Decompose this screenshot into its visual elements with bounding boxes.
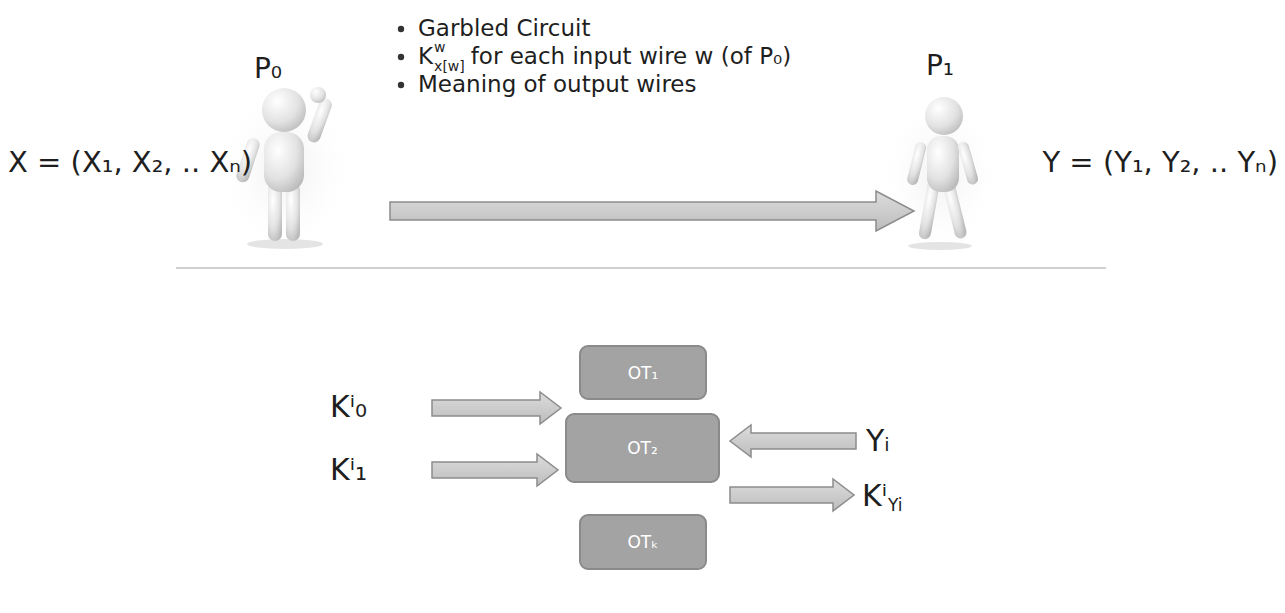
input-vector: Y = (Y₁, Y₂, .. Yₙ): [1042, 148, 1278, 177]
bullet-dot: [398, 26, 404, 32]
process-box: OTₖ: [579, 514, 707, 570]
block-arrow: [730, 425, 856, 457]
box-label: OT₁: [628, 363, 659, 383]
key-symbol: Kⁱ: [862, 481, 887, 511]
box-label: OT₂: [627, 438, 658, 458]
key-symbol: Kⁱ₀: [330, 392, 367, 422]
process-box: OT₂: [565, 413, 720, 483]
party-name: P₁: [926, 52, 954, 80]
block-arrow: [390, 191, 914, 231]
bullet-text: Garbled Circuit: [418, 17, 590, 40]
block-arrow: [432, 454, 558, 486]
separator-line: [176, 268, 1106, 269]
bullet-dot: [398, 54, 404, 60]
party-name: P₀: [254, 55, 282, 83]
input-bit: Yᵢ: [866, 426, 890, 456]
key-symbol: Kⁱ₁: [330, 455, 367, 485]
bullet-text: Meaning of output wires: [418, 73, 696, 96]
key-symbol: K: [418, 45, 433, 68]
block-arrow: [432, 392, 561, 424]
block-arrow: [730, 479, 854, 511]
subscript: Yi: [888, 497, 903, 514]
superscript: w: [434, 40, 445, 54]
bullet-text: for each input wire w (of P₀): [471, 45, 791, 68]
process-box: OT₁: [579, 345, 707, 400]
input-vector: X = (X₁, X₂, .. Xₙ): [8, 148, 252, 177]
person-figure: [880, 95, 1000, 255]
bullet-dot: [398, 82, 404, 88]
subscript: x[w]: [434, 59, 465, 73]
box-label: OTₖ: [627, 532, 658, 552]
